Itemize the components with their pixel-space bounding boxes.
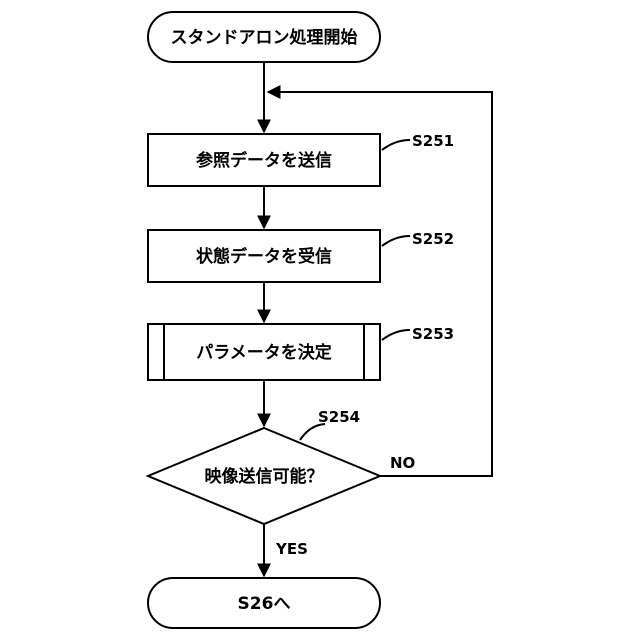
- ref1-leader: [382, 140, 410, 150]
- yes-label: YES: [275, 540, 308, 558]
- process-step1: 参照データを送信 S251: [148, 132, 454, 186]
- predefined-process-step3: パラメータを決定 S253: [148, 324, 454, 380]
- ref2-label: S252: [412, 230, 454, 248]
- ref2-leader: [382, 236, 410, 246]
- ref3-label: S253: [412, 325, 454, 343]
- step3-label: パラメータを決定: [196, 342, 332, 363]
- process-step2: 状態データを受信 S252: [148, 230, 454, 282]
- end-label: S26へ: [238, 594, 291, 614]
- start-terminator: スタンドアロン処理開始: [148, 12, 380, 62]
- start-label: スタンドアロン処理開始: [171, 27, 358, 48]
- ref3-leader: [382, 330, 410, 340]
- ref4-label: S254: [318, 408, 360, 426]
- ref1-label: S251: [412, 132, 454, 150]
- end-terminator: S26へ: [148, 578, 380, 628]
- no-label: NO: [390, 454, 415, 472]
- step2-label: 状態データを受信: [196, 246, 332, 267]
- step1-label: 参照データを送信: [196, 150, 332, 171]
- decision-label: 映像送信可能？: [205, 466, 324, 487]
- ref4-leader: [300, 424, 325, 440]
